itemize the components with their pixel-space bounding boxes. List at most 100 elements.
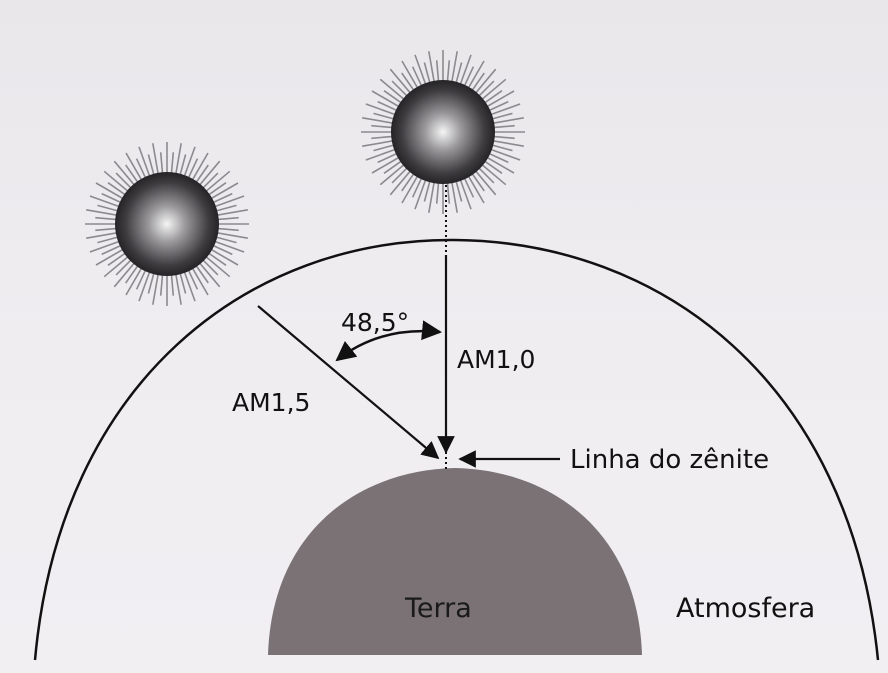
sun-ray (135, 268, 147, 290)
angle-arc-arrow (335, 320, 442, 362)
sun-ray (89, 195, 121, 208)
sun-ray (198, 160, 221, 187)
sun-ray (491, 112, 513, 120)
sun-ray (365, 103, 397, 116)
sun-ray (183, 146, 196, 178)
sun-ray (191, 152, 209, 182)
sun-ray (477, 80, 495, 98)
sun-ray (107, 182, 127, 196)
sun-ray (487, 152, 509, 164)
sun-zenith-rays (361, 50, 525, 214)
sun-ray (215, 204, 237, 212)
sun-ray (170, 273, 175, 296)
sun-ray (207, 182, 227, 196)
sun-ray (187, 268, 199, 290)
sun-left (85, 142, 249, 306)
sun-ray (125, 152, 143, 182)
sun-ray (216, 209, 248, 217)
sun-ray (446, 181, 451, 204)
sun-ray (379, 163, 406, 186)
sun-left-rays (85, 142, 249, 306)
sun-ray (89, 240, 121, 253)
sun-ray (216, 231, 248, 239)
sun-ray (152, 143, 160, 175)
sun-ray (204, 255, 231, 278)
sun-ray (147, 272, 155, 294)
sun-ray (216, 227, 239, 232)
sun-ray (365, 148, 397, 161)
sun-ray (377, 100, 399, 112)
sun-ray (195, 164, 209, 184)
angle-label: 48,5° (341, 308, 409, 337)
sun-ray (423, 180, 431, 202)
sun-ray (209, 182, 239, 200)
sun-ray (371, 156, 401, 174)
sun-ray (213, 195, 245, 208)
sun-ray (101, 244, 123, 256)
sun-ray (373, 144, 395, 152)
sun-ray (371, 135, 394, 140)
sun-ray (115, 258, 133, 276)
am15-label: AM1,5 (232, 388, 310, 417)
sun-ray (113, 160, 136, 187)
sun-ray (201, 258, 219, 276)
am10-label: AM1,0 (457, 345, 535, 374)
sun-ray (170, 152, 175, 175)
sun-ray (174, 143, 182, 175)
sun-ray (401, 174, 419, 204)
sun-ray (471, 172, 485, 192)
sun-ray (411, 66, 423, 88)
sun-ray (362, 139, 394, 147)
sun-ray (459, 178, 472, 210)
atmosphere-label: Atmosfera (676, 593, 815, 624)
sun-ray (383, 90, 403, 104)
sun-ray (179, 272, 187, 294)
sun-ray (86, 231, 118, 239)
sun-ray (414, 178, 427, 210)
sun-ray (463, 66, 475, 88)
sun-ray (492, 124, 515, 129)
sun-ray (216, 216, 239, 221)
sun-ray (213, 240, 245, 253)
sun-ray (103, 170, 130, 193)
earth-label: Terra (404, 593, 472, 624)
sun-zenith (361, 50, 525, 214)
sun-ray (195, 264, 209, 284)
sun-ray (455, 62, 463, 84)
sun-ray (147, 154, 155, 176)
sun-ray (113, 261, 136, 288)
sun-ray (115, 172, 133, 190)
sun-ray (401, 60, 419, 90)
sun-ray (95, 227, 118, 232)
sun-ray (191, 266, 209, 296)
sun-ray (485, 156, 515, 174)
sun-ray (215, 236, 237, 244)
sun-ray (474, 169, 497, 196)
sun-ray (383, 160, 403, 174)
sun-ray (391, 166, 409, 184)
sun-ray (174, 273, 182, 305)
am15-ray-arrow (257, 305, 440, 460)
sun-ray (187, 158, 199, 180)
sun-ray (95, 182, 125, 200)
sun-ray (97, 236, 119, 244)
sun-ray (492, 135, 515, 140)
sun-ray (159, 152, 164, 175)
sun-ray (377, 152, 399, 164)
sun-ray (474, 68, 497, 95)
sun-ray (483, 160, 503, 174)
sun-ray (125, 164, 139, 184)
sun-ray (138, 146, 151, 178)
sun-ray (423, 62, 431, 84)
sun-ray (95, 216, 118, 221)
sun-ray (138, 270, 151, 302)
sun-ray (483, 90, 503, 104)
sun-ray (459, 54, 472, 86)
sun-ray (389, 68, 412, 95)
sun-ray (491, 144, 513, 152)
sun-ray (125, 264, 139, 284)
sun-ray (97, 204, 119, 212)
sun-ray (209, 248, 239, 266)
